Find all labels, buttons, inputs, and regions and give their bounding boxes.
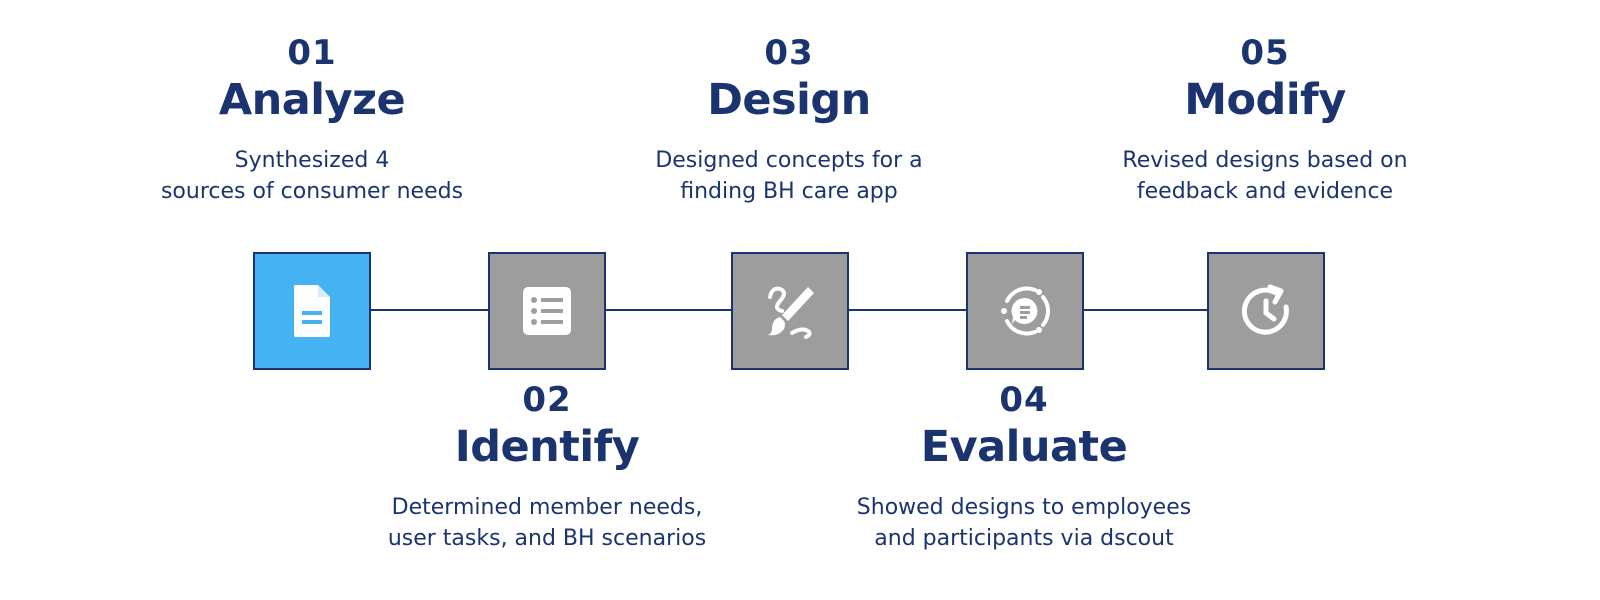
step-description: Determined member needs, user tasks, and… [347, 492, 747, 554]
description-line: Designed concepts for a [655, 148, 923, 173]
step-1-node [253, 252, 371, 370]
step-3-node [731, 252, 849, 370]
description-line: Showed designs to employees [856, 495, 1192, 520]
step-number: 05 [1240, 33, 1290, 73]
list-icon [515, 279, 579, 343]
brush-icon [758, 279, 822, 343]
step-title: Analyze [218, 75, 406, 125]
description-line: feedback and evidence [1136, 179, 1394, 204]
step-4: 04 Evaluate Showed designs to employees … [824, 380, 1224, 554]
step-number: 02 [522, 380, 572, 420]
step-number: 01 [287, 33, 337, 73]
step-4-node [966, 252, 1084, 370]
description-line: user tasks, and BH scenarios [387, 526, 707, 551]
step-title: Evaluate [920, 422, 1128, 472]
step-description: Revised designs based on feedback and ev… [1065, 145, 1465, 207]
description-line: sources of consumer needs [160, 179, 464, 204]
step-number: 03 [764, 33, 814, 73]
step-title: Design [707, 75, 871, 125]
description-line: Revised designs based on [1122, 148, 1408, 173]
chat-cycle-icon [993, 279, 1057, 343]
step-1: 01 Analyze Synthesized 4 sources of cons… [112, 33, 512, 207]
step-5-node [1207, 252, 1325, 370]
step-2-node [488, 252, 606, 370]
step-5: 05 Modify Revised designs based on feedb… [1065, 33, 1465, 207]
step-title: Modify [1184, 75, 1346, 125]
description-line: Determined member needs, [391, 495, 703, 520]
step-3: 03 Design Designed concepts for a findin… [589, 33, 989, 207]
step-description: Showed designs to employees and particip… [824, 492, 1224, 554]
step-title: Identify [454, 422, 640, 472]
step-number: 04 [999, 380, 1049, 420]
description-line: Synthesized 4 [234, 148, 390, 173]
clock-refresh-icon [1234, 279, 1298, 343]
step-description: Synthesized 4 sources of consumer needs [112, 145, 512, 207]
description-line: finding BH care app [680, 179, 898, 204]
step-description: Designed concepts for a finding BH care … [589, 145, 989, 207]
step-2: 02 Identify Determined member needs, use… [347, 380, 747, 554]
description-line: and participants via dscout [874, 526, 1174, 551]
document-icon [280, 279, 344, 343]
